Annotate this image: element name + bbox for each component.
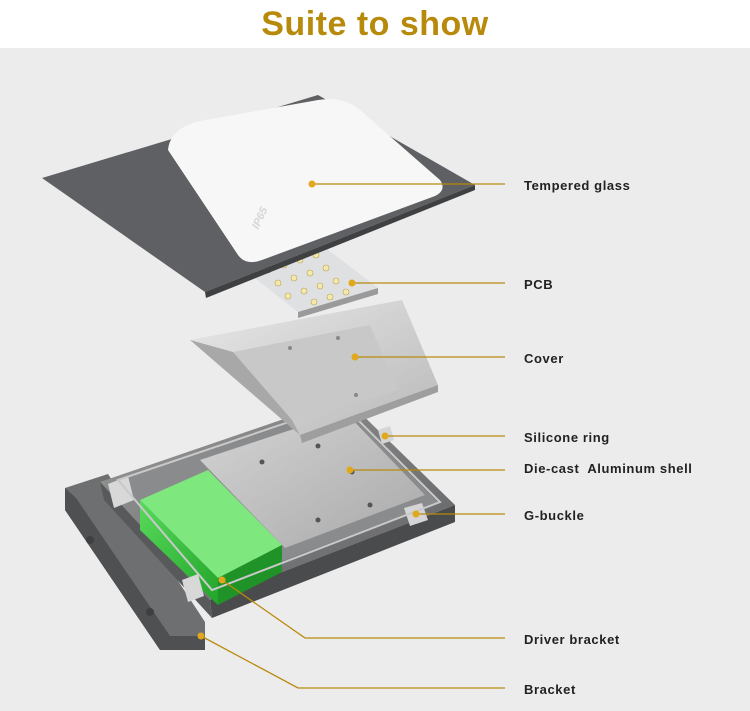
label-bracket: Bracket <box>524 682 576 697</box>
label-tempered-glass: Tempered glass <box>524 178 630 193</box>
label-driver-bracket: Driver bracket <box>524 632 620 647</box>
label-die-cast-aluminum-shell: Die-cast Aluminum shell <box>524 461 693 476</box>
label-g-buckle: G-buckle <box>524 508 584 523</box>
label-silicone-ring: Silicone ring <box>524 430 610 445</box>
label-cover: Cover <box>524 351 564 366</box>
cover-part <box>190 300 438 443</box>
label-pcb: PCB <box>524 277 553 292</box>
tempered-glass-part <box>42 95 475 298</box>
